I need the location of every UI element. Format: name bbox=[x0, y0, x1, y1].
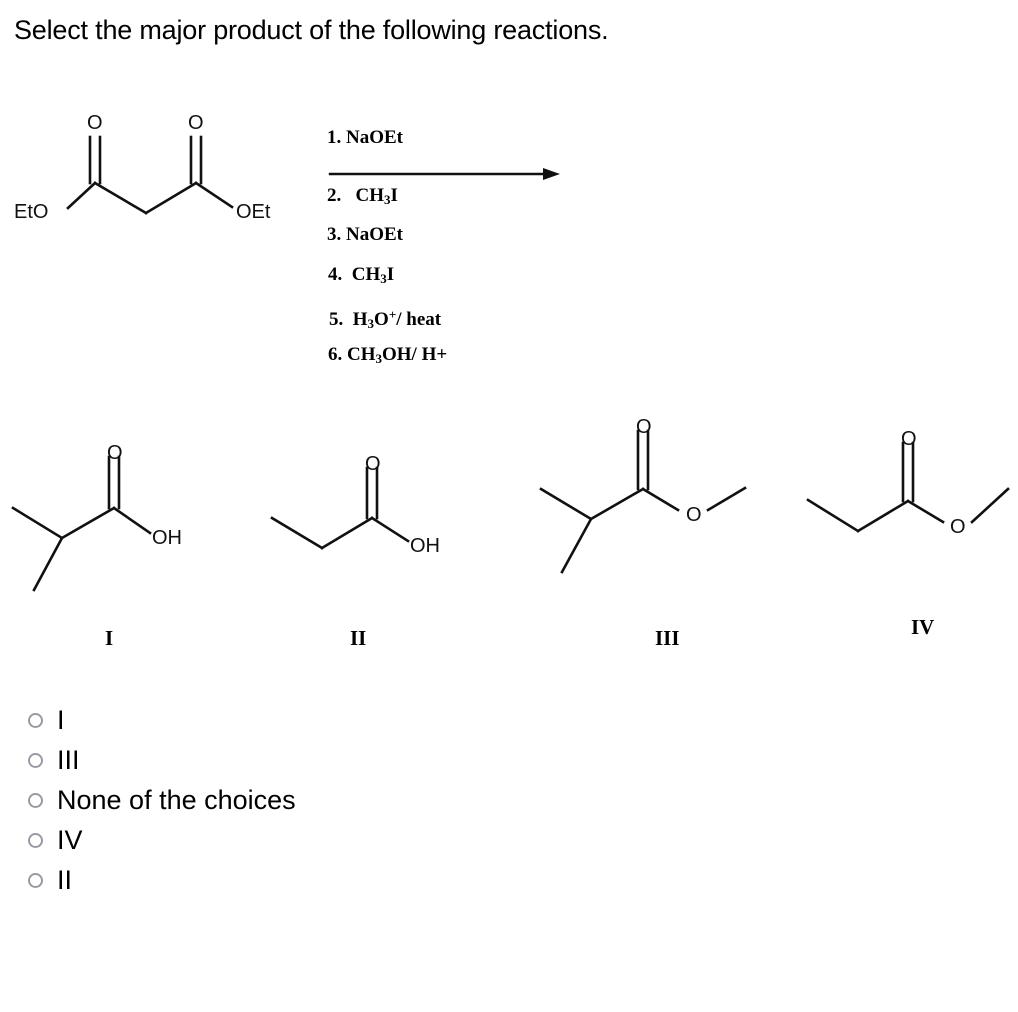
condition-step-1-number: 1. bbox=[327, 127, 342, 148]
structure-label-i: I bbox=[105, 626, 114, 650]
condition-step-3-number: 3. bbox=[327, 224, 342, 245]
condition-step-4-number: 4. bbox=[328, 264, 343, 285]
condition-step-2-number: 2. bbox=[327, 185, 342, 206]
option-label-iv[interactable]: IV bbox=[57, 825, 83, 855]
reaction-arrow bbox=[328, 168, 560, 180]
reactant-right-oet-label: OEt bbox=[236, 201, 271, 223]
structure-label-iii: III bbox=[655, 626, 680, 650]
radio-button-ii[interactable] bbox=[28, 872, 43, 888]
condition-step-6-text: CH3OH/ H+ bbox=[347, 344, 448, 367]
structure-iii-bonds bbox=[539, 429, 747, 574]
structure-iv-bonds bbox=[806, 441, 1010, 533]
option-label-iii[interactable]: III bbox=[57, 745, 80, 775]
option-label-none-of-the-choices[interactable]: None of the choices bbox=[57, 785, 296, 815]
option-label-ii[interactable]: II bbox=[57, 865, 73, 895]
condition-step-4-text: CH3I bbox=[347, 264, 395, 287]
reactant-right-carbonyl-oxygen-label: O bbox=[188, 112, 204, 134]
answer-options-group: I III None of the choices IV II bbox=[28, 700, 296, 900]
structure-label-ii: II bbox=[350, 626, 367, 650]
structure-i-bonds bbox=[11, 455, 152, 592]
reactant-diethyl-malonate-bonds bbox=[66, 135, 234, 215]
condition-step-6: 6. CH3OH/ H+ bbox=[328, 345, 447, 369]
structure-ii-hydroxyl-label: OH bbox=[410, 535, 440, 557]
condition-step-1-text: NaOEt bbox=[346, 127, 403, 148]
structure-i-hydroxyl-label: OH bbox=[152, 527, 182, 549]
option-row-iv[interactable]: IV bbox=[28, 820, 296, 860]
option-label-i[interactable]: I bbox=[57, 705, 65, 735]
structure-iii-carbonyl-oxygen-label: O bbox=[636, 416, 652, 438]
structure-i-carbonyl-oxygen-label: O bbox=[107, 442, 123, 464]
radio-button-iv[interactable] bbox=[28, 832, 43, 848]
page-title: Select the major product of the followin… bbox=[14, 15, 609, 45]
structure-iv-ester-oxygen-label: O bbox=[950, 516, 966, 538]
structure-iv-carbonyl-oxygen-label: O bbox=[901, 428, 917, 450]
radio-button-iii[interactable] bbox=[28, 752, 43, 768]
radio-button-i[interactable] bbox=[28, 712, 43, 728]
option-row-none-of-the-choices[interactable]: None of the choices bbox=[28, 780, 296, 820]
condition-step-3: 3. NaOEt bbox=[327, 225, 403, 245]
option-row-i[interactable]: I bbox=[28, 700, 296, 740]
condition-step-2: 2. CH3I bbox=[327, 186, 398, 210]
condition-step-6-number: 6. bbox=[328, 344, 343, 365]
condition-step-1: 1. NaOEt bbox=[327, 128, 403, 148]
structure-ii-carbonyl-oxygen-label: O bbox=[365, 453, 381, 475]
condition-step-4: 4. CH3I bbox=[328, 265, 394, 289]
condition-step-5-number: 5. bbox=[329, 309, 344, 330]
structure-iii-ester-oxygen-label: O bbox=[686, 504, 702, 526]
reactant-left-carbonyl-oxygen-label: O bbox=[87, 112, 103, 134]
option-row-iii[interactable]: III bbox=[28, 740, 296, 780]
condition-step-3-text: NaOEt bbox=[346, 224, 403, 245]
condition-step-5: 5. H3O+/ heat bbox=[329, 305, 441, 334]
structure-label-iv: IV bbox=[911, 615, 935, 639]
condition-step-5-text: H3O+/ heat bbox=[348, 307, 442, 331]
option-row-ii[interactable]: II bbox=[28, 860, 296, 900]
reactant-left-eto-label: EtO bbox=[14, 201, 49, 223]
radio-button-none-of-the-choices[interactable] bbox=[28, 792, 43, 808]
structure-ii-bonds bbox=[270, 466, 410, 550]
condition-step-2-text: CH3I bbox=[346, 185, 398, 208]
